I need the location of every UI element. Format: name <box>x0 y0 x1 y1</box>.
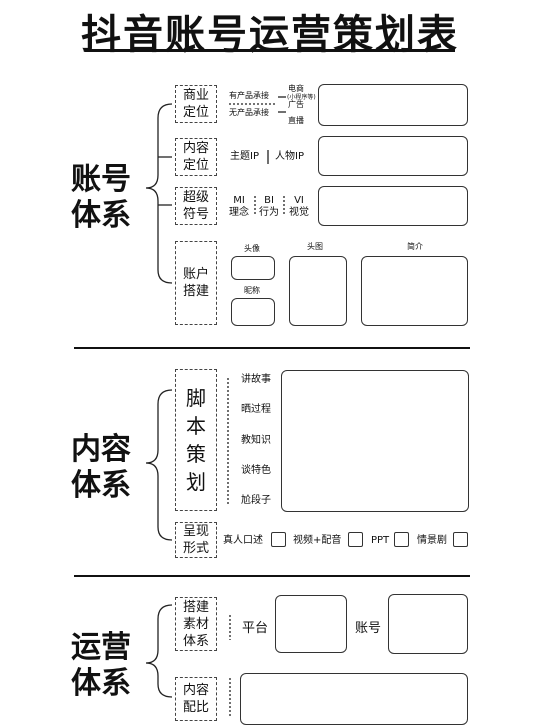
section-account-label-line2: 体系 <box>71 198 131 233</box>
platform-label: 平台 <box>242 621 269 636</box>
platform-input-box[interactable] <box>275 595 347 653</box>
section-content-label-line2: 体系 <box>71 468 131 503</box>
account-input-box[interactable] <box>388 594 468 654</box>
presentation-form-label: 呈现形式 <box>175 522 217 558</box>
avatar-input-box[interactable] <box>231 256 275 280</box>
sub-ecommerce: 电商 <box>288 84 304 93</box>
section-ops-label-line1: 运营 <box>71 630 131 665</box>
form-label-line2: 形式 <box>182 541 209 556</box>
option-with-product: 有产品承接 <box>229 91 269 100</box>
symbol-label-line2: 符号 <box>182 207 209 222</box>
script-char-3: 策 <box>186 442 206 466</box>
account-setup-label: 账户搭建 <box>175 241 217 325</box>
form-option-skit: 情景剧 <box>417 535 447 546</box>
commercial-label-line2: 定位 <box>182 105 209 120</box>
form-option-voiceover: 视频+配音 <box>293 535 342 546</box>
symbol-bi-top: BI <box>264 195 274 206</box>
nickname-label: 昵称 <box>244 286 260 295</box>
setup-label-line2: 搭建 <box>182 284 209 299</box>
super-symbol-label: 超级符号 <box>175 187 217 225</box>
symbol-mi: MI 理念 <box>228 195 250 219</box>
ratio-label-line2: 配比 <box>182 700 209 715</box>
section-account-label-line1: 账号 <box>71 162 131 197</box>
symbol-mi-bottom: 理念 <box>229 207 249 218</box>
sub-ads: 广告 <box>288 100 304 109</box>
section-divider-2 <box>74 575 470 577</box>
script-char-4: 划 <box>186 470 206 494</box>
symbol-mi-top: MI <box>233 195 245 206</box>
brace-account <box>145 103 173 284</box>
script-item-jokes: 尬段子 <box>241 495 271 506</box>
content-pos-label-line1: 内容 <box>182 141 209 156</box>
setup-label-line1: 账户 <box>182 267 209 282</box>
symbol-label-line1: 超级 <box>182 190 209 205</box>
commercial-input-box[interactable] <box>318 84 468 126</box>
form-checkbox-skit[interactable] <box>453 532 468 547</box>
form-checkbox-voiceover[interactable] <box>348 532 363 547</box>
brace-ops <box>145 604 173 698</box>
script-planning-label: 脚 本 策 划 <box>175 369 217 511</box>
ratio-label-line1: 内容 <box>182 683 209 698</box>
form-checkbox-live[interactable] <box>271 532 286 547</box>
script-item-knowledge: 教知识 <box>241 435 271 446</box>
script-item-features: 谈特色 <box>241 465 271 476</box>
script-char-1: 脚 <box>186 386 206 410</box>
bio-label: 简介 <box>407 242 423 251</box>
content-positioning-label: 内容定位 <box>175 138 217 176</box>
symbol-bi: BI 行为 <box>258 195 280 219</box>
script-char-2: 本 <box>186 414 206 438</box>
super-symbol-input-box[interactable] <box>318 186 468 226</box>
content-ratio-label: 内容配比 <box>175 677 217 721</box>
content-positioning-input-box[interactable] <box>318 136 468 176</box>
section-content-label: 内容 体系 <box>70 432 132 504</box>
commercial-label-line1: 商业 <box>182 88 209 103</box>
section-ops-label: 运营 体系 <box>70 630 132 702</box>
material-system-label: 搭建 素材 体系 <box>175 597 217 651</box>
form-option-live: 真人口述 <box>223 535 263 546</box>
symbol-vi-bottom: 视觉 <box>289 207 309 218</box>
symbol-bi-bottom: 行为 <box>259 207 279 218</box>
content-pos-label-line2: 定位 <box>182 158 209 173</box>
header-image-input-box[interactable] <box>289 256 347 326</box>
script-item-process: 晒过程 <box>241 404 271 415</box>
title-underline <box>85 49 455 52</box>
sub-livestream: 直播 <box>288 116 304 125</box>
nickname-input-box[interactable] <box>231 298 275 326</box>
symbol-vi: VI 视觉 <box>288 195 310 219</box>
section-content-label-line1: 内容 <box>71 432 131 467</box>
sub-ecommerce-note: (小程序等) <box>287 94 316 101</box>
option-without-product: 无产品承接 <box>229 108 269 117</box>
bio-input-box[interactable] <box>361 256 468 326</box>
account-label: 账号 <box>355 621 382 636</box>
material-label-line3: 体系 <box>182 633 209 649</box>
form-option-ppt: PPT <box>371 535 390 546</box>
script-input-box[interactable] <box>281 370 469 512</box>
option-person-ip: 人物IP <box>275 151 304 162</box>
form-checkbox-ppt[interactable] <box>394 532 409 547</box>
section-account-label: 账号 体系 <box>70 162 132 234</box>
script-item-story: 讲故事 <box>241 374 271 385</box>
form-label-line1: 呈现 <box>182 524 209 539</box>
brace-content <box>145 389 173 541</box>
content-ratio-input-box[interactable] <box>240 673 468 725</box>
symbol-vi-top: VI <box>294 195 304 206</box>
commercial-positioning-label: 商业定位 <box>175 85 217 123</box>
material-label-line1: 搭建 <box>182 599 209 615</box>
material-label-line2: 素材 <box>182 616 209 632</box>
section-ops-label-line2: 体系 <box>71 666 131 701</box>
header-image-label: 头图 <box>307 242 323 251</box>
avatar-label: 头像 <box>244 244 260 253</box>
section-divider-1 <box>74 347 470 349</box>
option-theme-ip: 主题IP <box>230 151 259 162</box>
